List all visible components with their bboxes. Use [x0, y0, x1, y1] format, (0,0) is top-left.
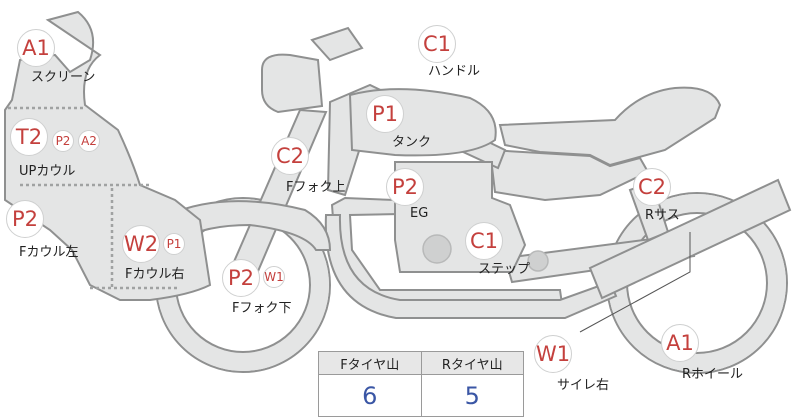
label-cowl-right: Fカウル右 [125, 267, 185, 282]
label-rear-sus: Rサス [645, 208, 680, 223]
front-tire-header: Fタイヤ山 [318, 351, 422, 375]
engine-cover [422, 234, 452, 264]
label-upcowl: UPカウル [19, 164, 76, 179]
damage-marker-rear-wheel: A1 [661, 324, 699, 362]
damage-marker-engine: P2 [386, 168, 424, 206]
damage-marker-step: C1 [465, 222, 503, 260]
damage-marker-upcowl-a2: A2 [78, 130, 100, 152]
front-tire-value: 6 [318, 374, 422, 417]
damage-marker-muffler-right: W1 [534, 335, 572, 373]
label-handle: ハンドル [428, 64, 481, 79]
label-engine: EG [410, 206, 429, 221]
tire-tread-table: Fタイヤ山 Rタイヤ山 6 5 [318, 351, 524, 417]
damage-marker-handle: C1 [418, 25, 456, 63]
damage-marker-fork-lower-p2: P2 [222, 259, 260, 297]
damage-marker-fork-lower-w1: W1 [263, 266, 285, 288]
label-step: ステップ [478, 262, 531, 277]
damage-marker-cowl-right-p1: P1 [163, 233, 185, 255]
step-peg [527, 250, 549, 272]
label-cowl-left: Fカウル左 [19, 245, 79, 260]
muffler-leader [579, 232, 691, 333]
exhaust-pipe [324, 214, 618, 319]
label-screen: スクリーン [31, 70, 96, 85]
label-tank: タンク [392, 135, 432, 150]
rear-cowl [498, 86, 722, 167]
label-fork-lower: Fフォク下 [232, 301, 292, 316]
fairing [4, 10, 212, 301]
rear-tire-header: Rタイヤ山 [420, 351, 524, 375]
damage-marker-upcowl-t2: T2 [10, 118, 48, 156]
damage-marker-upcowl-p2: P2 [52, 130, 74, 152]
handlebar-grip [261, 53, 324, 114]
damage-marker-cowl-left: P2 [6, 200, 44, 238]
damage-marker-rear-sus: C2 [633, 168, 671, 206]
front-fender [166, 200, 332, 251]
handlebar [310, 26, 364, 62]
label-muffler-right: サイレ右 [557, 378, 610, 393]
damage-marker-fork-upper: C2 [271, 137, 309, 175]
label-rear-wheel: Rホイール [682, 367, 744, 382]
damage-marker-cowl-right-w2: W2 [122, 225, 160, 263]
damage-marker-screen: A1 [17, 29, 55, 67]
damage-marker-tank: P1 [366, 95, 404, 133]
rear-tire-value: 5 [420, 374, 524, 417]
label-fork-upper: Fフォク上 [286, 180, 346, 195]
